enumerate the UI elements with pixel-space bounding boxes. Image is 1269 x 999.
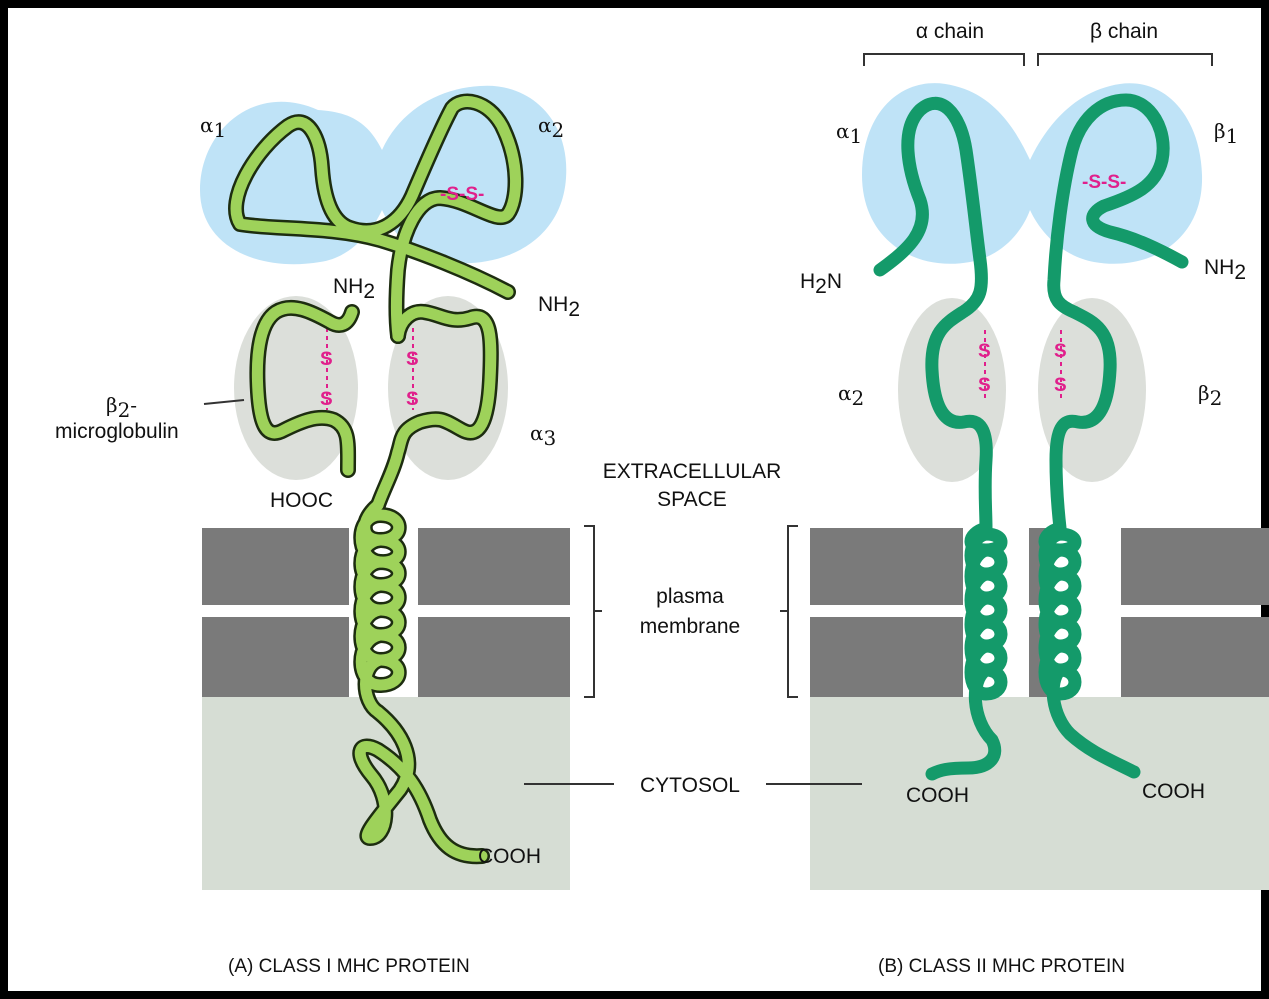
class1-hooc-label: HOOC bbox=[270, 489, 333, 512]
plasma-membrane-label-line2: membrane bbox=[640, 615, 740, 638]
class1-cooh-label: COOH bbox=[478, 845, 541, 868]
class2-membrane-outer-right bbox=[1121, 528, 1269, 605]
class1-caption: (A) CLASS I MHC PROTEIN bbox=[228, 956, 470, 977]
beta-chain-label: β chain bbox=[1090, 20, 1158, 43]
class1-membrane-outer-right bbox=[418, 528, 570, 605]
class1-b2m-disulfide-bottom: S bbox=[320, 389, 333, 410]
class2-beta2-disulfide-bottom: S bbox=[1054, 375, 1067, 396]
class2-membrane-inner-left bbox=[810, 617, 963, 697]
class2-cooh-left-label: COOH bbox=[906, 784, 969, 807]
class2-groove-disulfide: -S-S- bbox=[1082, 172, 1126, 193]
cytosol-label: CYTOSOL bbox=[640, 774, 740, 797]
class2-alpha2-disulfide-top: S bbox=[978, 341, 991, 362]
class1-membrane-outer-left bbox=[202, 528, 349, 605]
beta2-microglobulin-label-line2: microglobulin bbox=[55, 420, 179, 443]
class1-membrane-inner-right bbox=[418, 617, 570, 697]
class1-membrane-inner-left bbox=[202, 617, 349, 697]
class2-membrane-inner-right bbox=[1121, 617, 1269, 697]
class2-cooh-right-label: COOH bbox=[1142, 780, 1205, 803]
class1-alpha3-disulfide-bottom: S bbox=[406, 389, 419, 410]
class2-alpha2-disulfide-bottom: S bbox=[978, 375, 991, 396]
plasma-membrane-label-line1: plasma bbox=[656, 585, 724, 608]
alpha-chain-label: α chain bbox=[916, 20, 984, 43]
class1-b2m-disulfide-top: S bbox=[320, 349, 333, 370]
extracellular-space-label-line2: SPACE bbox=[657, 488, 727, 511]
extracellular-space-label-line1: EXTRACELLULAR bbox=[603, 460, 782, 483]
class2-caption: (B) CLASS II MHC PROTEIN bbox=[878, 956, 1125, 977]
class2-membrane-outer-left bbox=[810, 528, 963, 605]
class2-beta2-disulfide-top: S bbox=[1054, 341, 1067, 362]
class1-alpha3-disulfide-top: S bbox=[406, 349, 419, 370]
class1-groove-disulfide: -S-S- bbox=[440, 184, 484, 205]
